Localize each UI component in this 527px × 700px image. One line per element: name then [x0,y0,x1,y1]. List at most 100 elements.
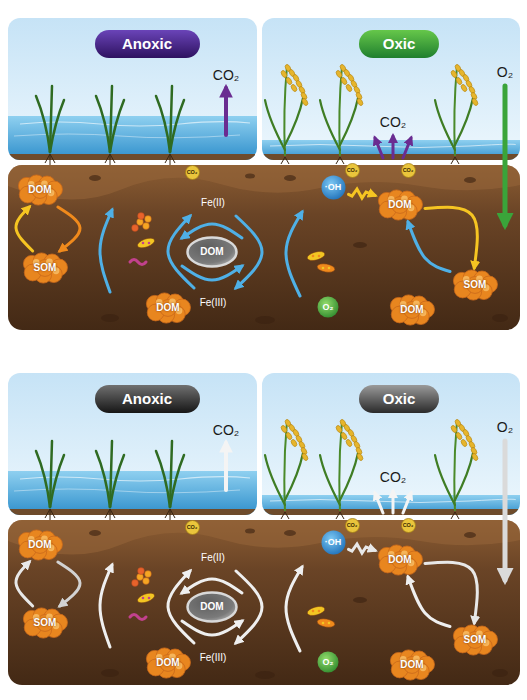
node-text: ·OH [325,537,342,547]
rice-grain [460,439,468,448]
soil [8,520,520,685]
dom-core: DOM [186,591,238,623]
dom-core-shape [188,593,237,622]
text-label: O₂ [497,64,513,80]
microbe-dot [312,255,315,258]
iron-cycle-arrow [236,571,262,643]
rice-leaf [265,100,285,150]
co2-arrow [403,493,411,513]
text-block: SOM [34,262,57,274]
grass-blade [110,455,124,507]
rice-grain [345,439,353,448]
oxygen-circle: O₂ [317,296,339,318]
co2-arrow [375,138,383,158]
co2-bubble: CO₂ [345,518,360,533]
soil-clod [245,529,255,534]
plant-root [451,157,459,164]
panel [8,18,520,330]
plant-root [45,509,55,520]
node-text: DOM [200,601,223,613]
plant-root [105,509,115,520]
node-text: CO₂ [347,167,358,173]
rice-grain [301,453,309,462]
plant-root [451,512,459,519]
soil-clod [464,532,476,538]
co2-arrow [392,491,395,513]
node-text: Anoxic [122,35,172,52]
sky-panel [8,373,257,515]
node-text: SOM [464,634,487,646]
text-block: DOM [400,304,423,316]
node-text: DOM [28,539,51,551]
rice-leaf [340,98,358,145]
grass-blade [170,100,184,152]
microbe-cluster [145,216,152,223]
plant-root [45,154,55,165]
text-block: SOM [34,617,57,629]
soil-clod [353,597,367,603]
co2-arrow [375,493,383,513]
co2-arrow [392,136,395,158]
dom-core: DOM [186,236,238,268]
microbe-dot [322,267,325,270]
text-label: Fe(II) [201,552,225,564]
organic-matter-blob: SOM [453,626,497,654]
process-arrow [425,562,477,623]
node-text: O₂ [323,302,334,312]
microbe [306,250,325,262]
grass-blade [50,100,64,152]
radical-shape [321,530,345,554]
soil-clod [492,314,508,322]
rice-leaf [455,98,473,145]
text-label: Fe(III) [200,297,227,309]
radical-circle: ·OH [321,530,346,555]
text-block: DOM [28,539,51,551]
text-block: CO₂ [403,522,414,528]
grass-blade [110,100,124,152]
rice-grain [285,432,293,441]
pill-shape [95,30,200,58]
node-text: Anoxic [122,390,172,407]
organic-matter-blob: DOM [390,296,434,324]
text-block: CO₂ [403,167,414,173]
text-block: DOM [200,246,223,258]
soil [8,165,520,330]
grass-blade [96,96,110,152]
sky-panel [262,18,520,160]
microbe [136,591,156,605]
node-text: DOM [200,246,223,258]
sky-panel [262,373,520,515]
text-label: CO₂ [213,67,239,83]
soil-clod [255,316,275,324]
plant-root [281,157,289,164]
microbe-cluster [132,225,139,232]
soil-clod [255,671,275,679]
co2-bubble: CO₂ [185,165,200,180]
microbe-dot [148,597,151,600]
rice-grain [285,77,293,86]
node-text: ·OH [325,182,342,192]
microbe-cluster [143,578,150,585]
rice-grain [290,439,298,448]
text-block: Anoxic [122,390,172,407]
microbe-dot [142,597,145,600]
text-block: O₂ [323,302,334,312]
organic-matter-blob: DOM [146,294,190,322]
mud [262,509,520,515]
grass-blade [96,451,110,507]
node-text: CO₂ [347,522,358,528]
rice-leaf [285,98,303,145]
process-arrow [58,207,80,251]
state-pill: Oxic [359,385,439,413]
pill-shape [359,385,439,413]
grass-blade [156,451,170,507]
text-block: DOM [388,554,411,566]
rice-grain [335,70,343,79]
organic-matter-blob: SOM [23,254,67,282]
state-pill: Anoxic [95,385,200,413]
text-label: CO₂ [213,422,239,438]
radical-shape [321,175,345,199]
